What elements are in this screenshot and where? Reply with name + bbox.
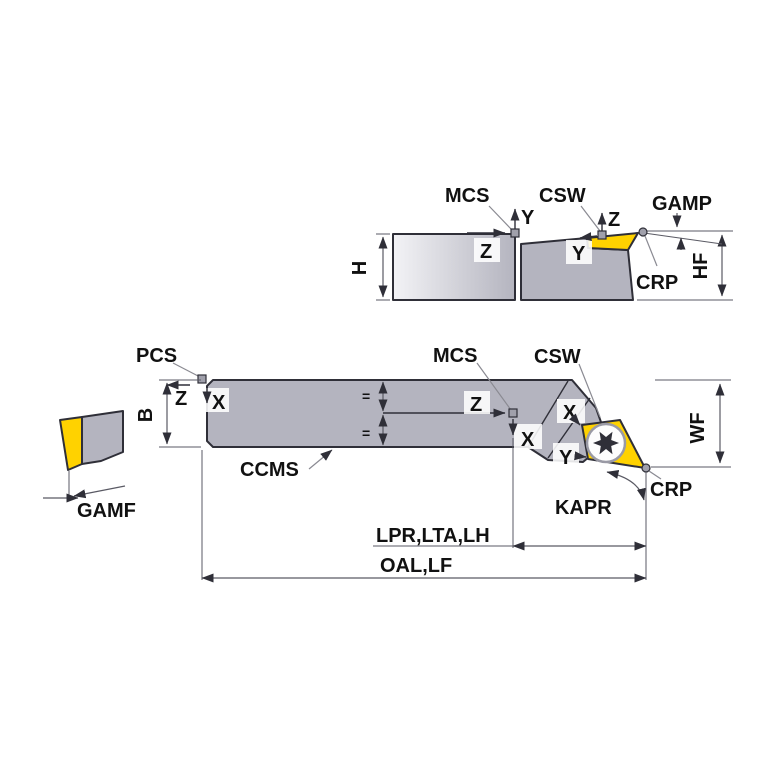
top-view: PCS Z X B = = Z MCS X CSW X Y xyxy=(135,345,731,519)
pcs-z-label: Z xyxy=(175,388,187,410)
csw-y-box xyxy=(566,240,592,264)
pcs-leader xyxy=(172,362,201,378)
mcs-z-box xyxy=(474,238,500,262)
csw-point xyxy=(597,230,607,240)
crp-point-mid xyxy=(641,463,651,473)
csw-z-label: Z xyxy=(608,209,620,231)
crp-leader xyxy=(644,235,658,267)
side-view: H HF GAMP MCS Y Z CSW Z Y CRP xyxy=(349,185,733,301)
h-label: H xyxy=(349,261,371,275)
front-view-body xyxy=(81,410,124,465)
csw-leader xyxy=(580,205,601,232)
crp-label-mid: CRP xyxy=(650,479,692,501)
csw-x-axis-arrow-mid xyxy=(568,413,581,426)
ccms-leader xyxy=(308,449,333,470)
gamf-label: GAMF xyxy=(77,500,136,522)
csw-y-axis-arrow-mid xyxy=(574,451,587,461)
mcs-leader-mid xyxy=(476,362,512,411)
csw-leader-mid xyxy=(578,363,601,418)
crp-label: CRP xyxy=(636,272,678,294)
pcs-point xyxy=(197,374,207,384)
crp-leader-mid xyxy=(648,470,662,480)
pcs-x-label: X xyxy=(212,392,226,414)
eq-top-mark: = xyxy=(362,388,370,404)
front-view-insert xyxy=(59,416,83,471)
csw-y-axis-arrow xyxy=(579,232,598,242)
csw-y-label-mid: Y xyxy=(559,447,573,469)
lpr-label: LPR,LTA,LH xyxy=(376,525,490,547)
hf-label: HF xyxy=(690,253,712,280)
gamf-angle-line xyxy=(73,485,126,499)
kapr-label: KAPR xyxy=(555,497,612,519)
mcs-label-mid: MCS xyxy=(433,345,477,367)
mcs-x-label-mid: X xyxy=(521,429,535,451)
csw-y-label: Y xyxy=(572,243,586,265)
ccms-label: CCMS xyxy=(240,459,299,481)
mcs-leader xyxy=(488,205,513,231)
mcs-point-mid xyxy=(508,408,518,418)
pcs-z-box xyxy=(170,386,192,408)
front-view: GAMF xyxy=(43,410,136,522)
gamp-label: GAMP xyxy=(652,193,712,215)
csw-label-mid: CSW xyxy=(534,346,581,368)
side-view-insert xyxy=(586,232,639,251)
mcs-z-label-mid: Z xyxy=(470,394,482,416)
mcs-z-label: Z xyxy=(480,241,492,263)
mcs-x-box-mid xyxy=(514,424,542,449)
csw-x-label-mid: X xyxy=(563,402,577,424)
csw-label: CSW xyxy=(539,185,586,207)
mcs-label: MCS xyxy=(445,185,489,207)
length-dimensions: LPR,LTA,LH OAL,LF xyxy=(201,438,647,583)
oal-label: OAL,LF xyxy=(380,555,452,577)
gamp-angle-line xyxy=(643,232,723,245)
mcs-z-box-mid xyxy=(464,391,490,414)
pcs-label: PCS xyxy=(136,345,177,367)
eq-bottom-mark: = xyxy=(362,425,370,441)
mcs-point xyxy=(510,228,520,238)
b-label: B xyxy=(135,408,157,422)
kapr-arc xyxy=(606,470,646,501)
mcs-y-label: Y xyxy=(521,207,535,229)
crp-point xyxy=(638,227,648,237)
insert-screw-icon xyxy=(593,431,619,455)
wf-label: WF xyxy=(687,412,709,443)
